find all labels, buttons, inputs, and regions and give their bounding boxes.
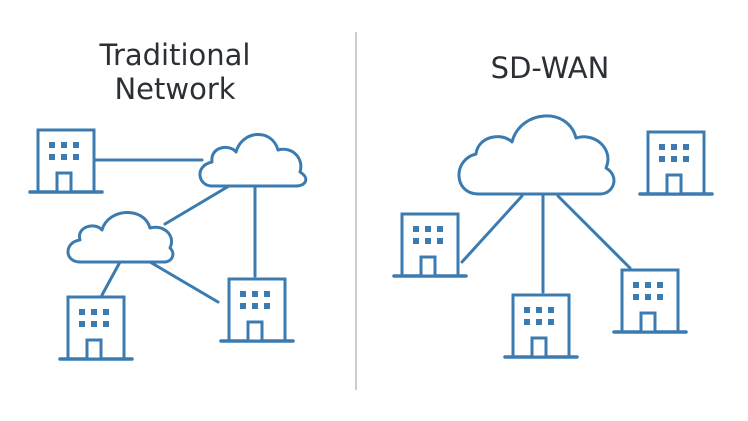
- link-cloud-site-left: [460, 194, 524, 264]
- link-cloud-site-right: [556, 194, 632, 270]
- office-building-icon: [392, 212, 468, 278]
- cloud-icon: [66, 211, 175, 264]
- traditional-title-line-2: Network: [114, 72, 236, 106]
- office-building-icon: [612, 268, 688, 334]
- link-cloud2-site3: [148, 260, 220, 304]
- cloud-icon: [457, 114, 616, 196]
- cloud-icon: [198, 133, 308, 188]
- sdwan-title: SD-WAN: [430, 51, 670, 85]
- traditional-links: [94, 158, 257, 304]
- traditional-title-line-1: Traditional: [99, 38, 251, 72]
- office-building-icon: [58, 295, 134, 361]
- office-building-icon: [219, 277, 295, 343]
- office-building-icon: [28, 128, 104, 194]
- office-building-icon: [638, 130, 714, 196]
- link-cloud2-cloud1: [163, 184, 231, 226]
- office-building-icon: [503, 293, 579, 359]
- sdwan-links: [460, 194, 632, 294]
- link-cloud2-site2: [100, 260, 122, 297]
- traditional-network-title: Traditional Network: [55, 38, 295, 106]
- sdwan-title-line-1: SD-WAN: [490, 51, 610, 85]
